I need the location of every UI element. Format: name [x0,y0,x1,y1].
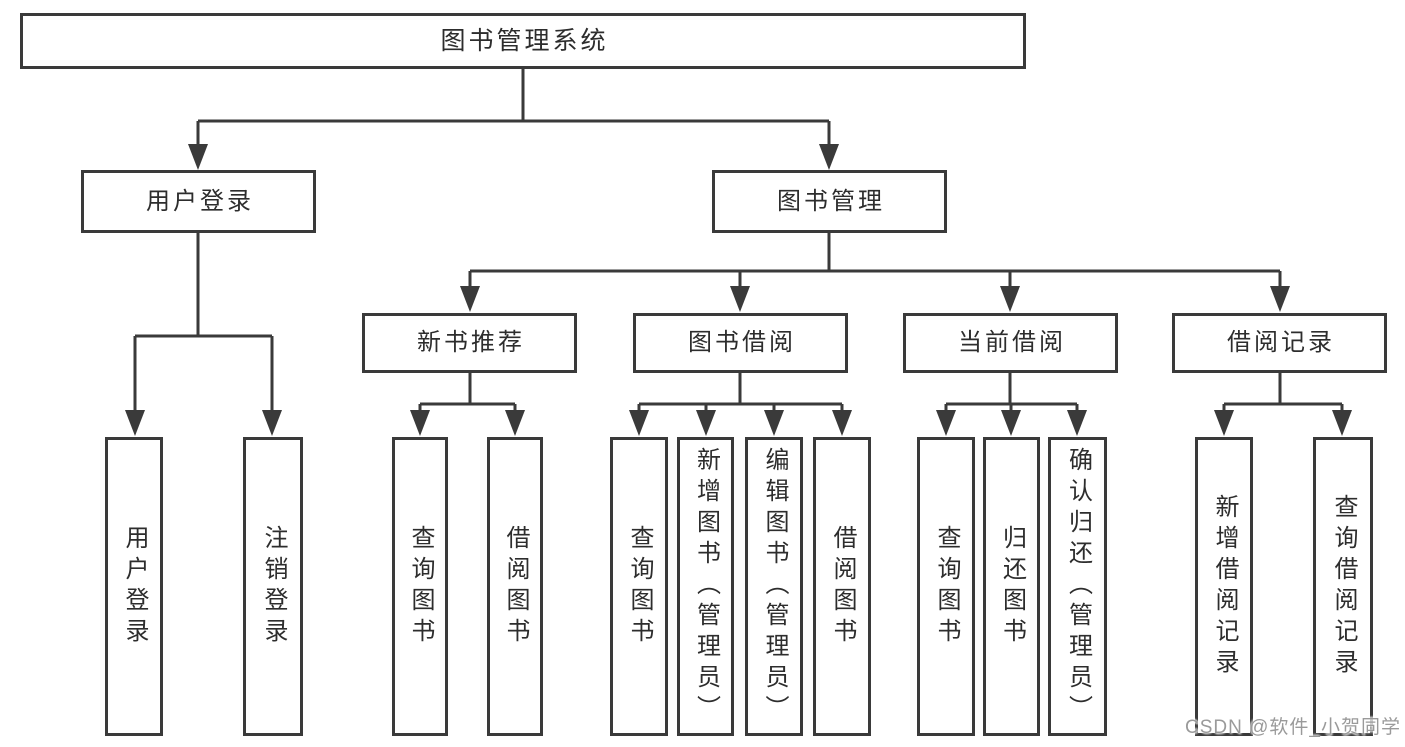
node-nb-borrow: 借阅图书 [487,437,543,736]
node-rc-query-label: 查询借阅记录 [1330,493,1357,680]
arrow-down-icon [460,286,480,312]
connector-new-book-children [410,373,525,436]
arrow-down-icon [505,410,525,436]
arrow-down-icon [819,144,839,170]
node-cb-return-label: 归还图书 [998,524,1026,649]
arrow-down-icon [1214,410,1234,436]
arrow-down-icon [629,410,649,436]
arrow-down-icon [1332,410,1352,436]
node-cb-return: 归还图书 [983,437,1040,736]
connector-borrow-records-children [1214,373,1352,436]
node-bw-borrow-label: 借阅图书 [829,524,856,649]
node-rc-query: 查询借阅记录 [1313,437,1373,736]
node-bw-query-label: 查询图书 [626,524,653,649]
node-root: 图书管理系统 [20,13,1026,69]
node-cb-query: 查询图书 [917,437,975,736]
node-nb-query: 查询图书 [392,437,448,736]
connector-user-login-children [125,232,282,436]
node-bw-add: 新增图书（管理员） [677,437,734,736]
arrow-down-icon [730,286,750,312]
arrow-down-icon [936,410,956,436]
node-current-borrow: 当前借阅 [903,313,1118,373]
node-bw-query: 查询图书 [610,437,668,736]
node-cb-confirm-label: 确认归还（管理员） [1064,447,1092,726]
connector-book-borrow-children [629,373,852,436]
node-book-borrow: 图书借阅 [633,313,848,373]
node-new-book: 新书推荐 [362,313,577,373]
node-bw-edit: 编辑图书（管理员） [745,437,803,736]
node-new-book-label: 新书推荐 [417,329,525,356]
connector-book-mgmt-children [460,232,1290,312]
connector-current-borrow-children [936,373,1087,436]
node-borrow-records-label: 借阅记录 [1227,329,1335,356]
arrow-down-icon [188,144,208,170]
node-root-label: 图书管理系统 [440,26,609,55]
node-book-borrow-label: 图书借阅 [688,329,796,356]
node-rc-add-label: 新增借阅记录 [1211,493,1238,680]
arrow-down-icon [1001,410,1021,436]
arrow-down-icon [696,410,716,436]
node-leaf-user-login-label: 用户登录 [121,524,148,649]
node-bw-edit-label: 编辑图书（管理员） [761,447,788,726]
arrow-down-icon [1067,410,1087,436]
node-book-mgmt: 图书管理 [712,170,947,233]
node-bw-borrow: 借阅图书 [813,437,871,736]
arrow-down-icon [1270,286,1290,312]
arrow-down-icon [410,410,430,436]
node-book-mgmt-label: 图书管理 [777,187,885,215]
node-cb-confirm: 确认归还（管理员） [1048,437,1107,736]
arrow-down-icon [764,410,784,436]
node-user-login-label: 用户登录 [146,187,254,215]
node-nb-query-label: 查询图书 [407,524,434,649]
node-leaf-user-login: 用户登录 [105,437,163,736]
node-bw-add-label: 新增图书（管理员） [692,447,720,726]
arrow-down-icon [125,410,145,436]
arrow-down-icon [1000,286,1020,312]
node-nb-borrow-label: 借阅图书 [502,524,529,649]
node-current-borrow-label: 当前借阅 [958,329,1066,356]
arrow-down-icon [832,410,852,436]
arrow-down-icon [262,410,282,436]
csdn-watermark: CSDN @软件_小贺同学 [1185,717,1401,738]
node-leaf-logout: 注销登录 [243,437,303,736]
node-borrow-records: 借阅记录 [1172,313,1387,373]
connector-root-to-level2 [188,69,839,170]
node-cb-query-label: 查询图书 [933,524,960,649]
node-rc-add: 新增借阅记录 [1195,437,1253,736]
node-leaf-logout-label: 注销登录 [260,524,287,649]
node-user-login: 用户登录 [81,170,316,233]
